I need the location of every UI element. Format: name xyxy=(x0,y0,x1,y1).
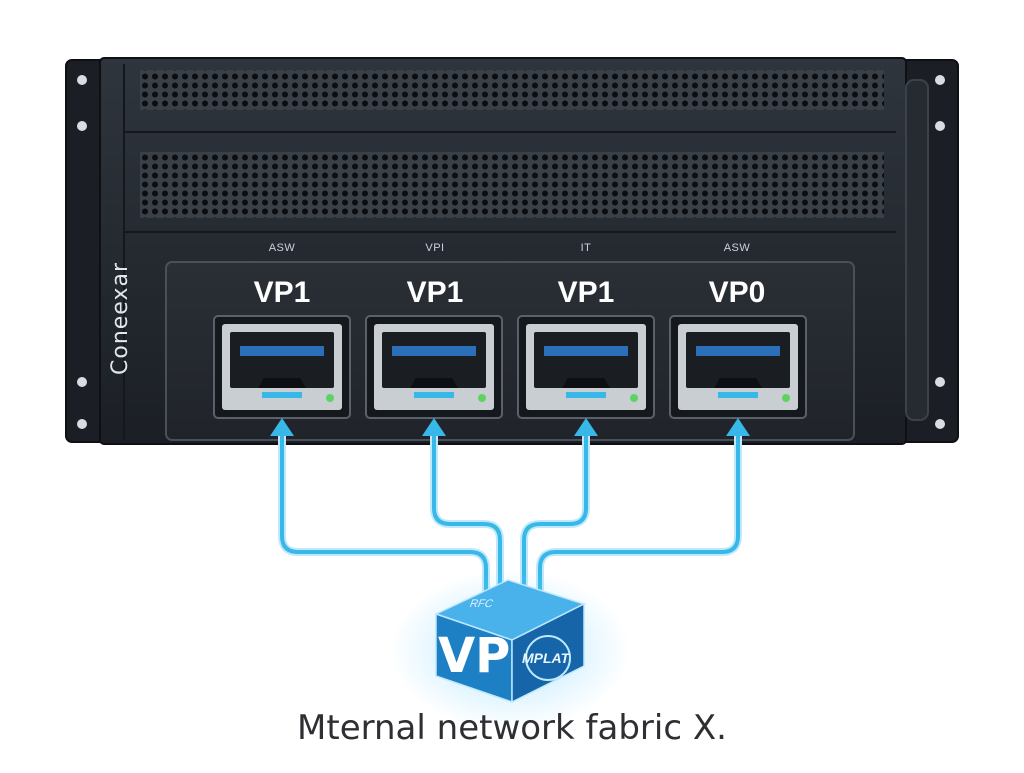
port-1-small-label: ASW xyxy=(268,242,296,254)
rack-screw xyxy=(935,377,945,387)
cable-halo xyxy=(520,432,590,592)
ethernet-port-2[interactable] xyxy=(365,315,503,419)
port-2-small-label: VPI xyxy=(425,242,445,254)
rack-screw xyxy=(935,121,945,131)
cube-top-text: RFC xyxy=(467,598,495,610)
cable-arrowhead xyxy=(574,418,598,436)
port-3-label: VP1 xyxy=(557,276,615,309)
chassis-handle xyxy=(905,79,929,421)
vent-grille-top xyxy=(140,70,884,110)
port-led xyxy=(782,394,790,402)
cable-line xyxy=(280,432,488,592)
cable-line xyxy=(538,432,740,592)
port-2-label: VP1 xyxy=(406,276,464,309)
cube-front-text: VP xyxy=(438,628,511,684)
port-led xyxy=(326,394,334,402)
device-brand: Coneexar xyxy=(108,262,133,375)
cube-side-emblem xyxy=(525,635,571,681)
cable-arrowhead xyxy=(422,418,446,436)
cable-halo xyxy=(278,432,490,592)
port-led xyxy=(478,394,486,402)
cable-line xyxy=(522,432,588,592)
port-1-label: VP1 xyxy=(253,276,311,309)
cube-side-text: MPLAT xyxy=(522,650,570,666)
port-contacts xyxy=(240,346,324,356)
ethernet-port-3[interactable] xyxy=(517,315,655,419)
rack-screw xyxy=(935,75,945,85)
diagram-caption: Mternal network fabric X. xyxy=(297,708,727,748)
port-4-small-label: ASW xyxy=(723,242,751,254)
port-3-small-label: IT xyxy=(580,242,592,254)
cube-side-face xyxy=(511,602,585,704)
cable-halo xyxy=(536,432,742,592)
port-contacts xyxy=(544,346,628,356)
port-latch xyxy=(258,378,306,388)
vent-grille-middle xyxy=(140,152,884,218)
port-indicator-strip xyxy=(566,392,606,398)
port-latch xyxy=(714,378,762,388)
port-latch xyxy=(410,378,458,388)
cable-group xyxy=(270,418,750,592)
rack-screw xyxy=(77,121,87,131)
port-latch xyxy=(562,378,610,388)
rack-screw xyxy=(77,75,87,85)
port-4-label: VP0 xyxy=(708,276,766,309)
port-group xyxy=(213,315,807,419)
port-indicator-strip xyxy=(718,392,758,398)
rack-screw xyxy=(77,377,87,387)
port-contacts xyxy=(696,346,780,356)
ethernet-port-4[interactable] xyxy=(669,315,807,419)
cable-halo xyxy=(430,432,504,592)
port-indicator-strip xyxy=(262,392,302,398)
port-led xyxy=(630,394,638,402)
rack-screw xyxy=(935,419,945,429)
port-contacts xyxy=(392,346,476,356)
cable-arrowhead xyxy=(270,418,294,436)
cable-arrowhead xyxy=(726,418,750,436)
port-indicator-strip xyxy=(414,392,454,398)
rack-screw xyxy=(77,419,87,429)
cable-line xyxy=(432,432,502,592)
ethernet-port-1[interactable] xyxy=(213,315,351,419)
